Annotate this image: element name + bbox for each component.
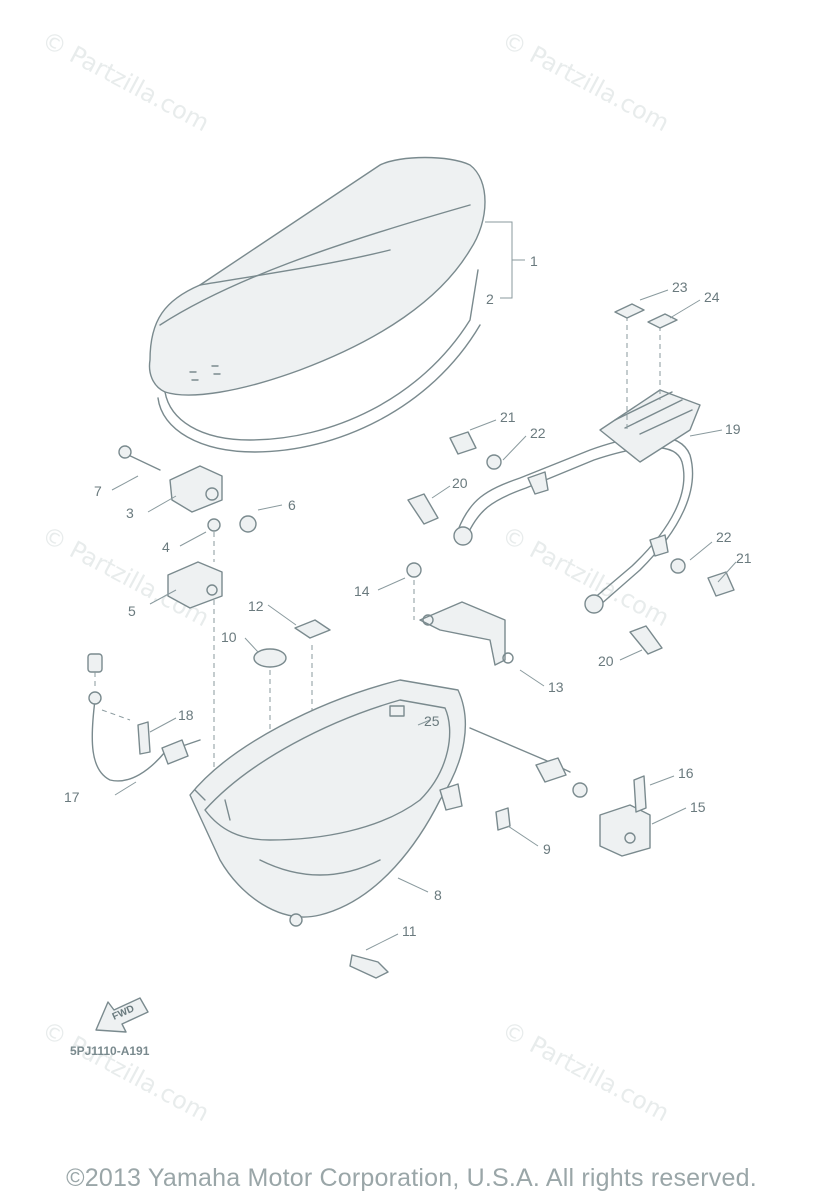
callout-22-lower: 22 — [716, 529, 732, 545]
latch-part — [599, 775, 651, 857]
watermark-bottom-right: © Partzilla.com — [497, 1016, 674, 1128]
leader-lines — [111, 289, 737, 951]
callout-11: 11 — [402, 923, 417, 939]
callout-25: 25 — [424, 713, 440, 729]
callout-5: 5 — [128, 603, 136, 619]
callout-6: 6 — [288, 497, 296, 513]
callout-18: 18 — [178, 707, 194, 723]
part-9-clip — [495, 807, 511, 831]
callout-10: 10 — [221, 629, 237, 645]
storage-box-part — [189, 679, 467, 927]
callout-7: 7 — [94, 483, 102, 499]
cable-part — [87, 653, 201, 782]
carrier-part — [453, 389, 701, 614]
callout-23: 23 — [672, 279, 688, 295]
callout-numbers: 1 2 3 4 5 6 7 8 9 10 11 12 13 14 15 16 1… — [64, 253, 752, 939]
part-22-collar-right — [670, 558, 686, 574]
part-12-pad — [294, 619, 331, 639]
callout-16: 16 — [678, 765, 694, 781]
part-20-bolt-bottom — [629, 625, 663, 655]
watermark-mid-right: © Partzilla.com — [497, 521, 674, 633]
part-22-collar-top — [486, 454, 502, 470]
bracket-part — [406, 562, 514, 666]
callout-9: 9 — [543, 841, 551, 857]
callout-15: 15 — [690, 799, 706, 815]
part-23-pad — [614, 303, 645, 319]
part-10-grommet — [253, 648, 287, 668]
callout-12: 12 — [248, 598, 264, 614]
hinge-assembly — [118, 445, 257, 609]
callout-8: 8 — [434, 887, 442, 903]
callout-21-upper: 21 — [500, 409, 516, 425]
callout-13: 13 — [548, 679, 564, 695]
fwd-arrow-icon: FWD — [95, 997, 149, 1033]
callout-19: 19 — [725, 421, 741, 437]
part-11-bolt — [349, 954, 389, 979]
part-20-bolt-top — [407, 493, 439, 525]
callout-3: 3 — [126, 505, 134, 521]
diagram-code: 5PJ1110-A191 — [70, 1044, 150, 1058]
callout-4: 4 — [162, 539, 170, 555]
part-24-pad — [647, 313, 678, 329]
watermark-top-left: © Partzilla.com — [37, 26, 214, 138]
callout-17: 17 — [64, 789, 80, 805]
callout-14: 14 — [354, 583, 370, 599]
callout-24: 24 — [704, 289, 720, 305]
callout-22-upper: 22 — [530, 425, 546, 441]
copyright-notice: ©2013 Yamaha Motor Corporation, U.S.A. A… — [66, 1164, 757, 1192]
callout-2: 2 — [486, 291, 494, 307]
callout-21-lower: 21 — [736, 550, 752, 566]
callout-20-lower: 20 — [598, 653, 614, 669]
watermark-top-right: © Partzilla.com — [497, 26, 674, 138]
seat-part — [148, 156, 486, 453]
part-21-bolt-top — [449, 431, 477, 455]
callout-1: 1 — [530, 253, 538, 269]
callout-20-upper: 20 — [452, 475, 468, 491]
part-21-bolt-right — [707, 571, 735, 597]
